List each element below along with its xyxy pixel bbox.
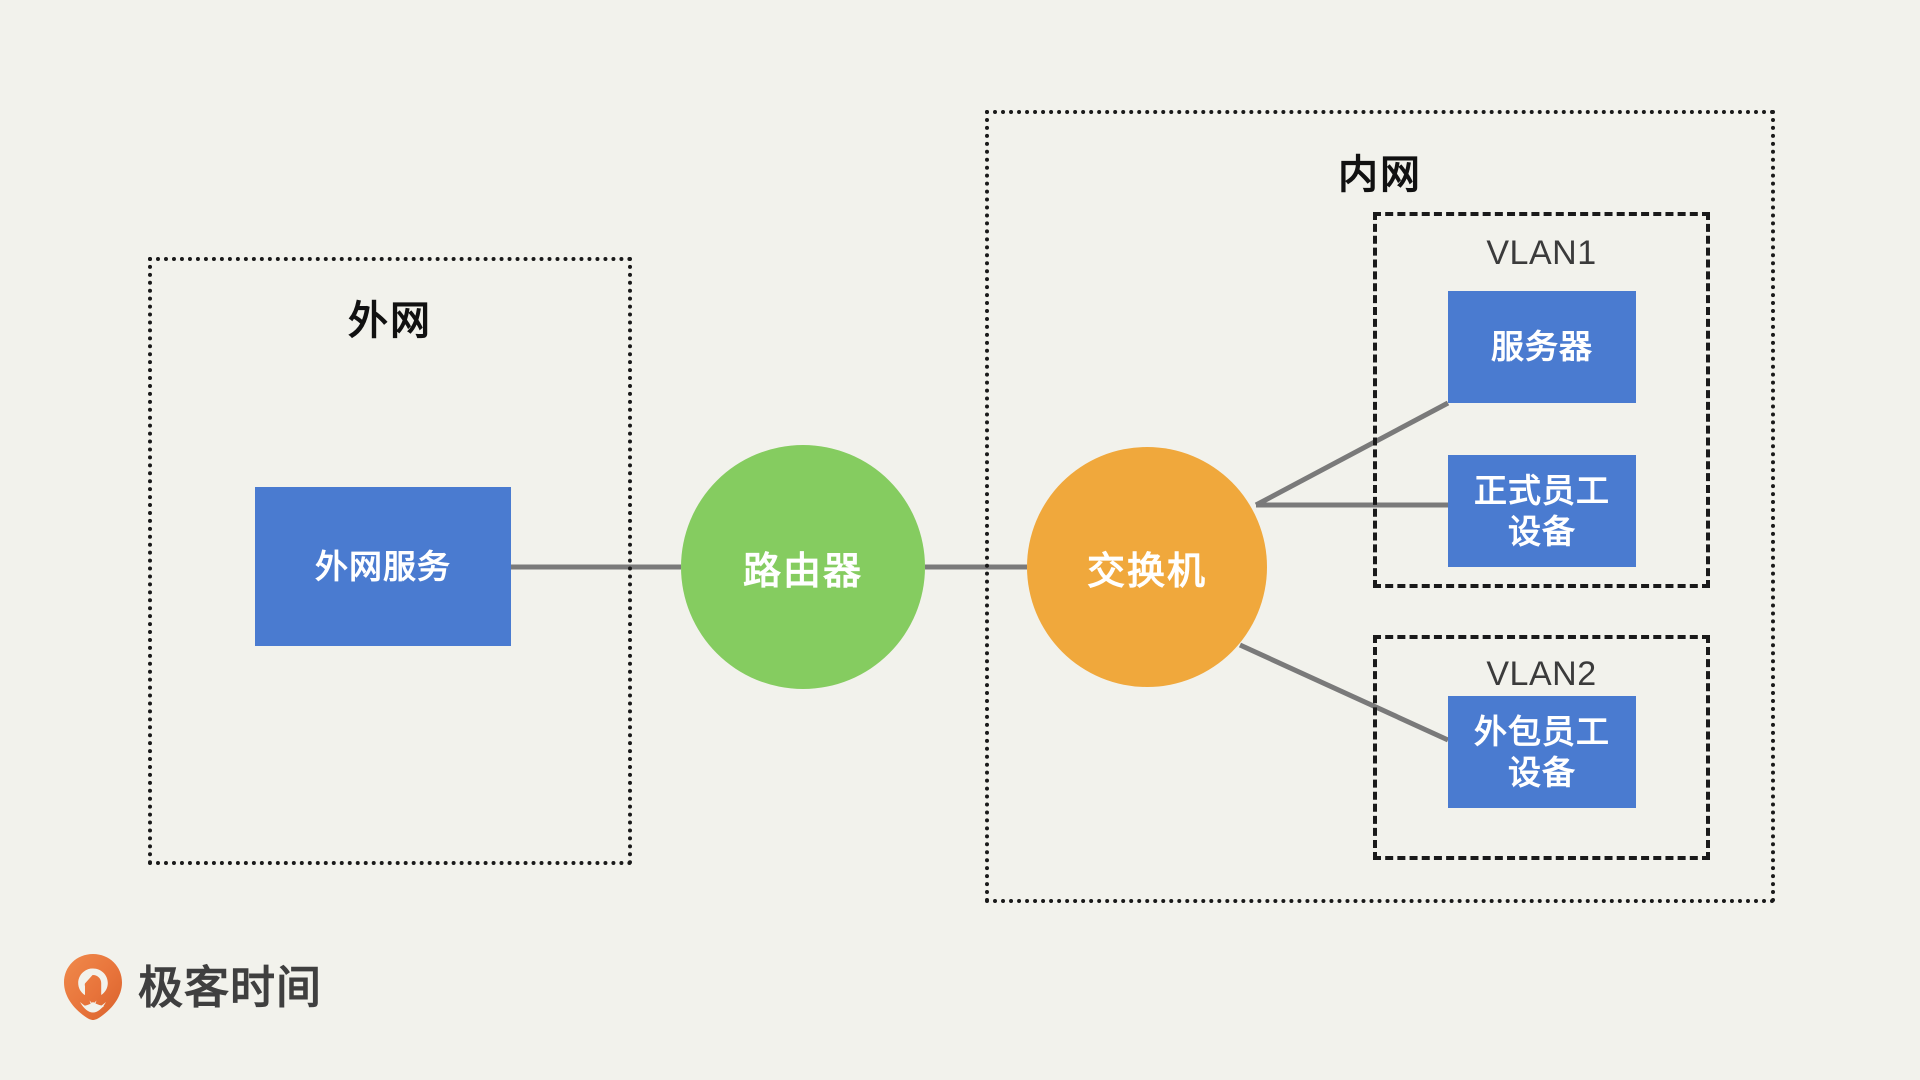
node-server[interactable]: 服务器 <box>1448 291 1636 403</box>
zone-vlan1: VLAN1 <box>1373 212 1710 588</box>
zone-external-network-label: 外网 <box>348 299 432 343</box>
node-staff-device-label-line1: 正式员工 <box>1474 471 1610 509</box>
geektime-pin-icon <box>64 954 122 1020</box>
node-server-label: 服务器 <box>1491 328 1593 366</box>
node-contractor-device[interactable]: 外包员工 设备 <box>1448 696 1636 808</box>
brand-name: 极客时间 <box>138 961 323 1013</box>
node-staff-device[interactable]: 正式员工 设备 <box>1448 455 1636 567</box>
zone-vlan2: VLAN2 <box>1373 635 1710 860</box>
brand-logo: 极客时间 <box>62 952 322 1022</box>
node-contractor-device-label-line2: 设备 <box>1508 754 1576 791</box>
node-router-label: 路由器 <box>742 550 863 593</box>
zone-internal-network-label: 内网 <box>1338 153 1422 197</box>
node-switch[interactable]: 交换机 <box>1027 447 1267 687</box>
node-external-service[interactable]: 外网服务 <box>255 487 511 646</box>
zone-vlan2-label: VLAN2 <box>1486 655 1597 693</box>
node-switch-label: 交换机 <box>1086 550 1207 593</box>
zone-external-network: 外网 <box>148 257 632 865</box>
node-router[interactable]: 路由器 <box>681 445 925 689</box>
zone-internal-network: 内网 <box>985 110 1775 903</box>
zone-vlan1-label: VLAN1 <box>1486 234 1597 272</box>
node-contractor-device-label-line1: 外包员工 <box>1474 712 1610 750</box>
node-contractor-device-label: 外包员工 设备 <box>1474 711 1610 794</box>
node-external-service-label: 外网服务 <box>315 547 451 585</box>
node-staff-device-label: 正式员工 设备 <box>1474 470 1610 553</box>
node-staff-device-label-line2: 设备 <box>1508 513 1576 550</box>
